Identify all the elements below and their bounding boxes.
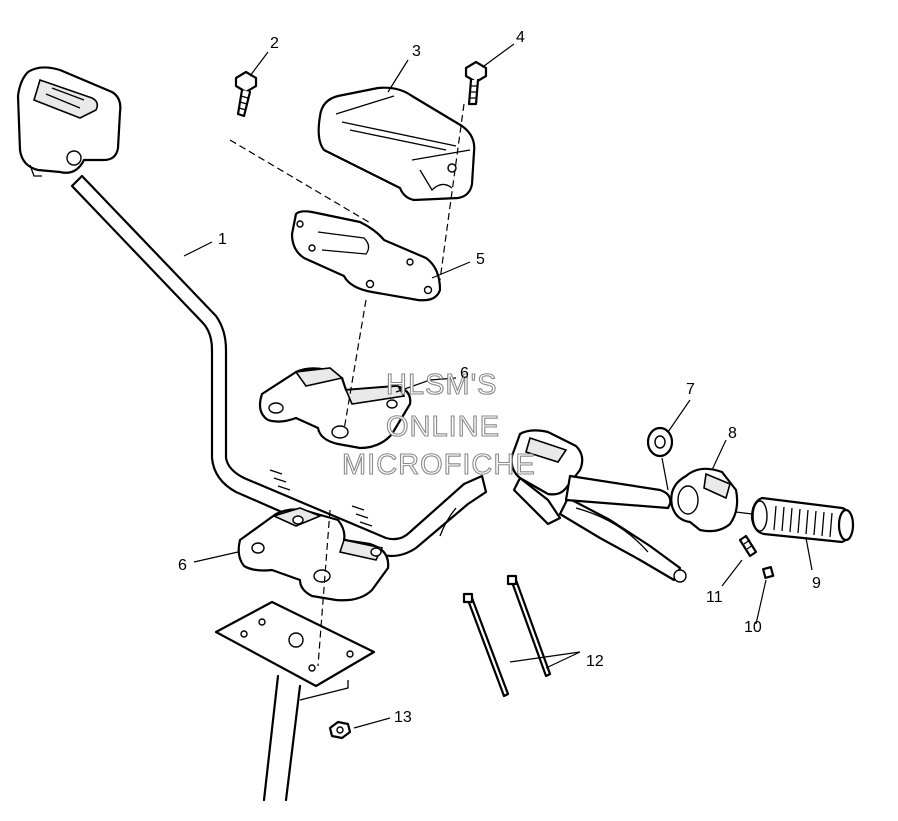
callout-10: 10 (744, 619, 762, 636)
leader-lines (183, 43, 813, 729)
watermark-line-3: MICROFICHE (342, 449, 536, 481)
screw-part-11 (738, 534, 758, 558)
callout-6-lower: 6 (178, 557, 187, 574)
throttle-housing-part-8 (670, 467, 739, 533)
spacer-part-7 (646, 426, 674, 491)
cable-ties-part-12 (462, 574, 552, 698)
set-screw-part-10 (762, 566, 775, 579)
handlebar-cover-part-3 (317, 86, 476, 202)
mounting-plate-part-5 (290, 210, 442, 302)
callouts: 1 2 3 4 5 6 6 7 8 9 10 11 12 13 (178, 29, 821, 726)
callout-6-upper: 6 (460, 365, 469, 382)
handlebar (70, 174, 488, 558)
watermark-line-2: ONLINE (386, 411, 500, 443)
callout-4: 4 (516, 29, 525, 46)
callout-3: 3 (412, 43, 421, 60)
callout-7: 7 (686, 381, 695, 398)
callout-8: 8 (728, 425, 737, 442)
steering-post (262, 674, 349, 802)
left-switch-housing (16, 66, 122, 177)
lower-clamp-part-6 (237, 507, 390, 602)
grip-part-9 (735, 496, 855, 544)
callout-9: 9 (812, 575, 821, 592)
base-plate (214, 600, 376, 688)
callout-11: 11 (706, 589, 723, 606)
alignment-lines (229, 103, 465, 667)
callout-1: 1 (218, 231, 227, 248)
watermark-line-1: HLSM'S (386, 369, 497, 401)
watermark: HLSM'S ONLINE MICROFICHE (341, 368, 536, 481)
callout-13: 13 (394, 709, 412, 726)
bolt-part-4 (464, 60, 488, 106)
bolt-part-2 (234, 70, 258, 118)
right-bar-end (564, 474, 672, 510)
callout-2: 2 (270, 35, 279, 52)
upper-clamp-part-6 (258, 367, 412, 450)
brake-lever-assembly (510, 429, 687, 583)
nut-part-13 (328, 720, 352, 740)
callout-12: 12 (586, 653, 604, 670)
callout-5: 5 (476, 251, 485, 268)
